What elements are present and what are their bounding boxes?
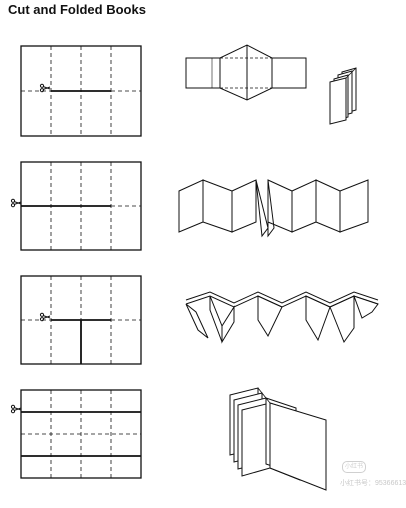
scissors-icon: [10, 404, 22, 414]
sheet-1: [20, 45, 142, 137]
booklet-large: [229, 387, 327, 491]
sheet-2: [20, 161, 142, 251]
scissors-icon: [10, 198, 22, 208]
fold-step-1: [185, 44, 307, 101]
sheet-4: [20, 389, 142, 479]
watermark-logo: 小红书: [342, 461, 366, 473]
fold-step-3: [185, 291, 379, 344]
fold-step-2: [178, 179, 369, 238]
watermark: 小红书号：95366613: [340, 480, 406, 487]
booklet-small: [329, 67, 357, 125]
page-title: Cut and Folded Books: [8, 2, 146, 17]
sheet-3: [20, 275, 142, 365]
